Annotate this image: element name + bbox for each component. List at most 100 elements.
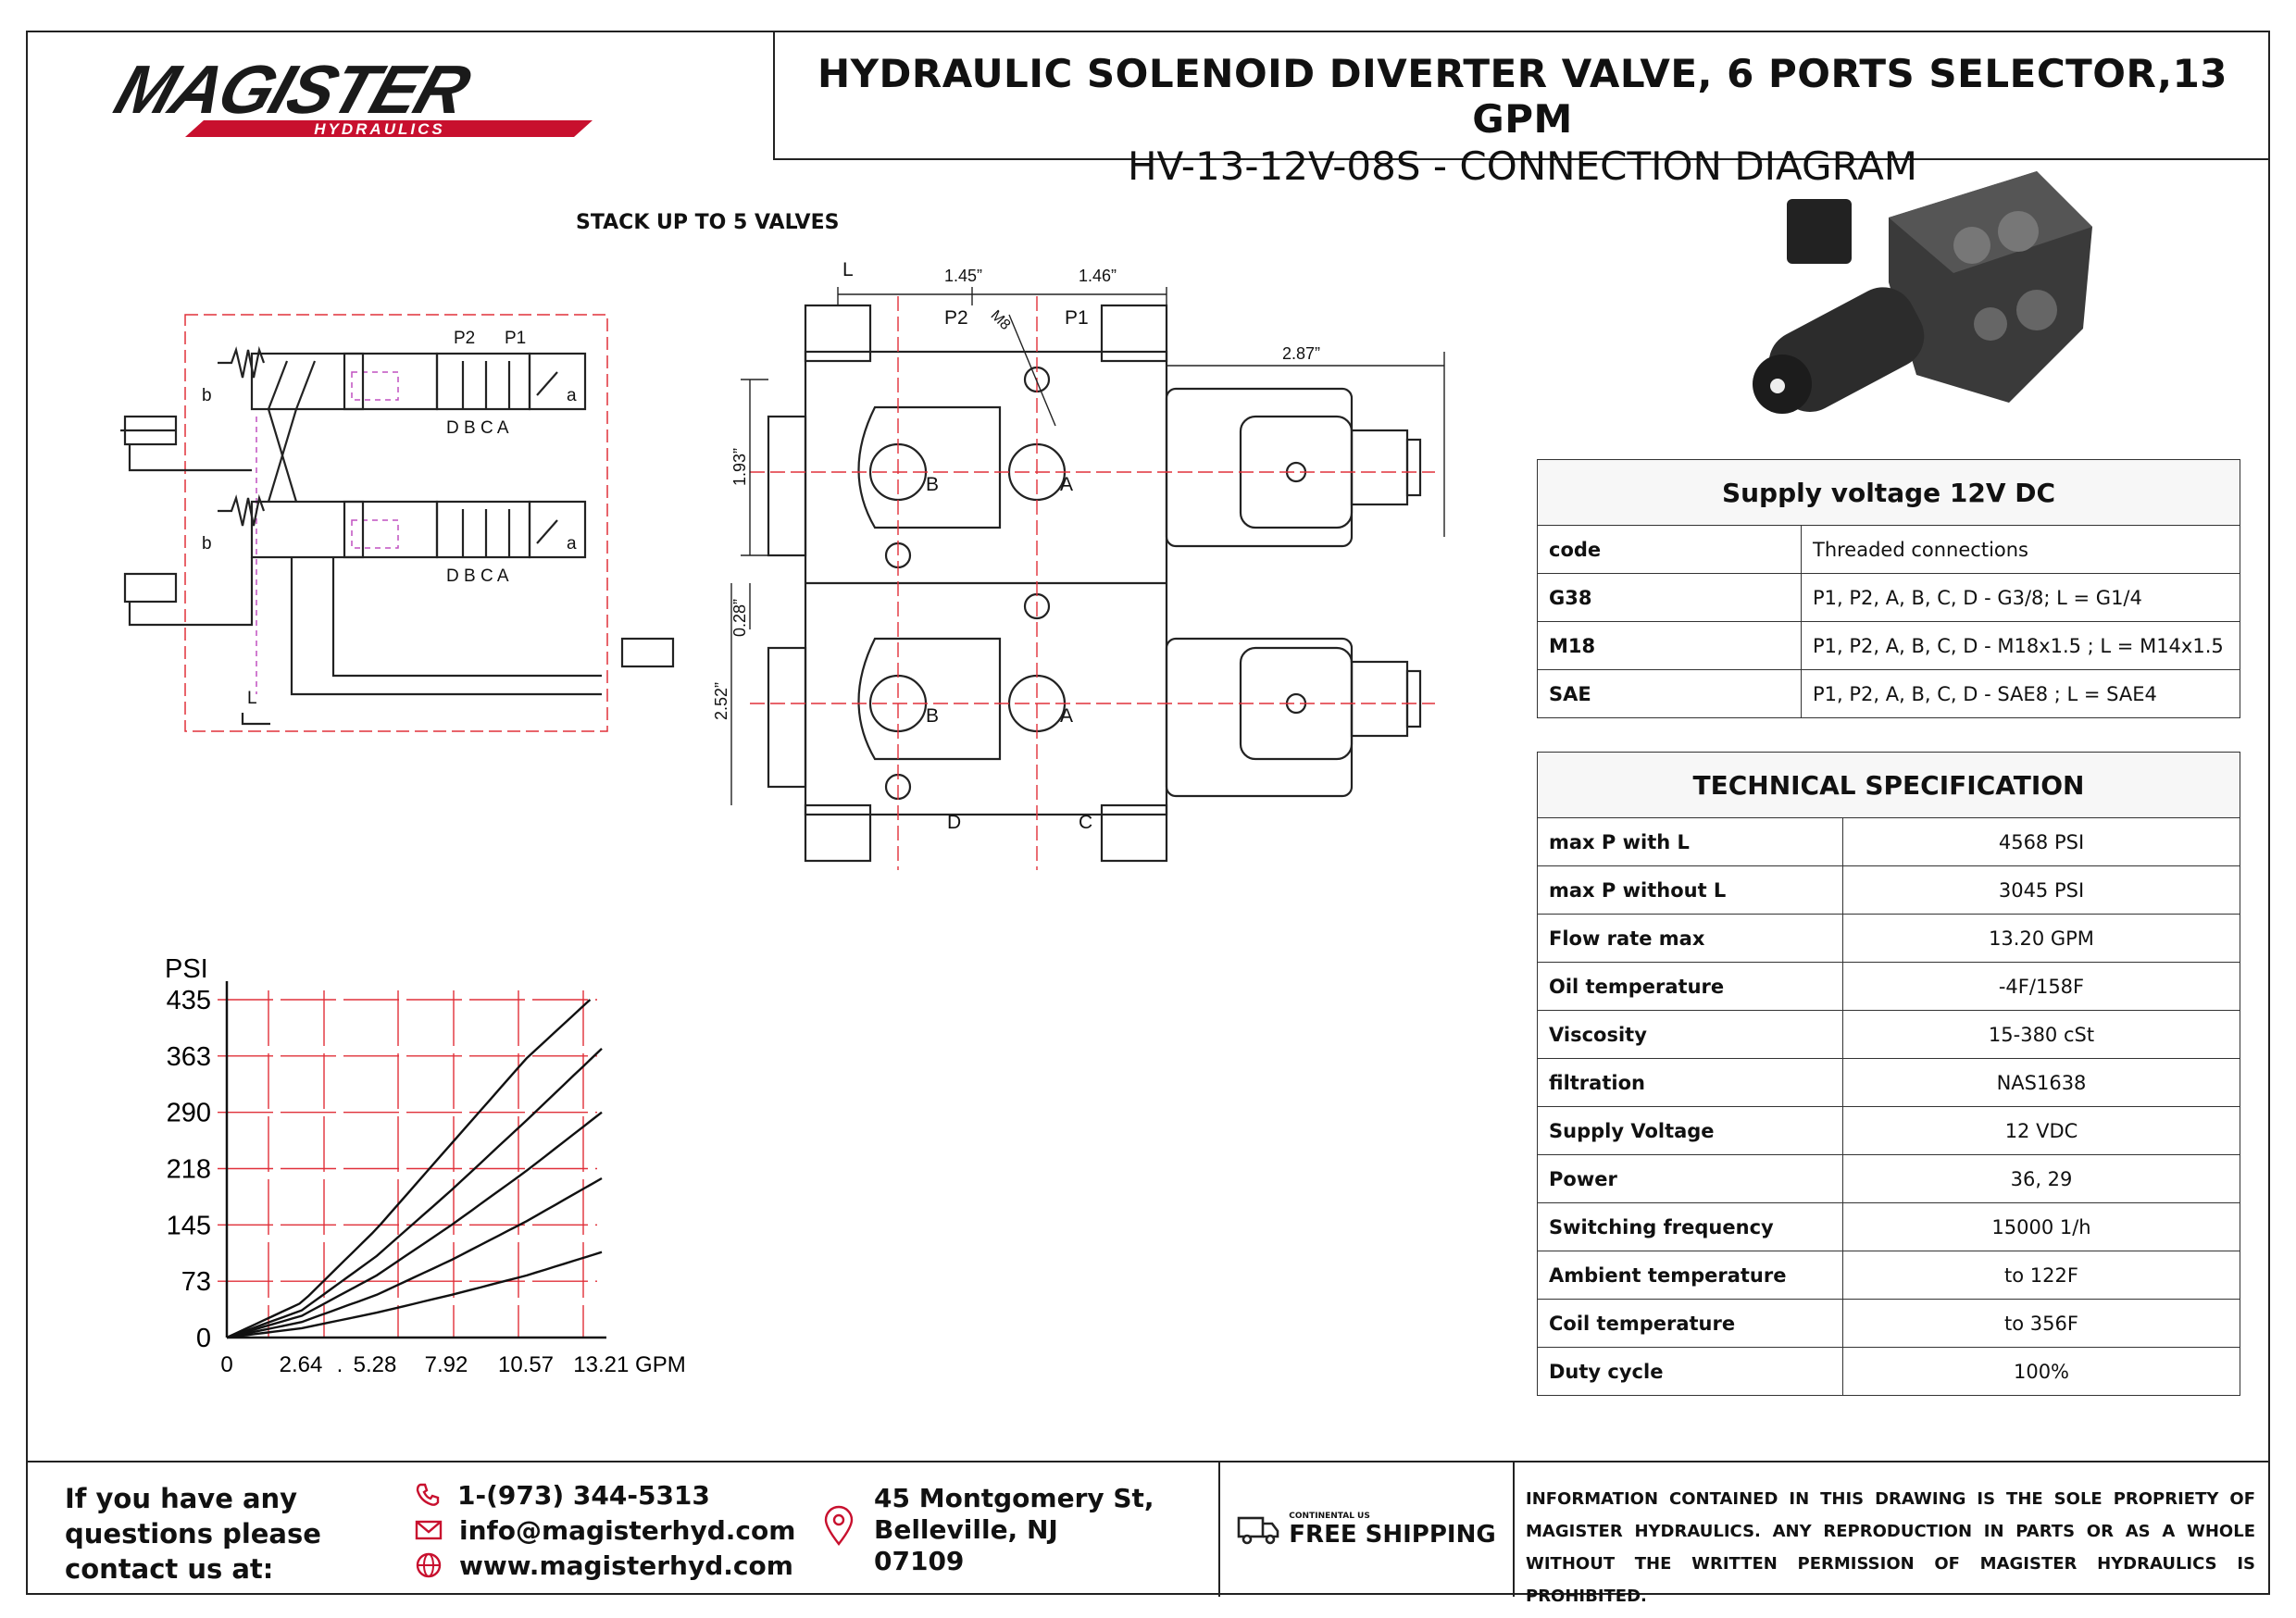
footer-question-line: contact us at: (65, 1553, 274, 1585)
dim-287: 2.87” (1282, 344, 1320, 363)
footer-question-line: If you have any (65, 1483, 298, 1514)
tech-key: Oil temperature (1537, 962, 1843, 1011)
page-frame (26, 31, 2270, 1595)
mail-icon (415, 1520, 443, 1540)
drawing-a-2: A (1060, 705, 1073, 727)
footer-question-line: questions please (65, 1518, 321, 1550)
chart-xtick: . (337, 1352, 343, 1377)
footer: If you have any questions please contact… (26, 1461, 2270, 1606)
website-link[interactable]: www.magisterhyd.com (459, 1550, 793, 1581)
shipping-small: CONTINENTAL US (1289, 1511, 1370, 1521)
supply-header: Supply voltage 12V DC (1537, 459, 2240, 526)
shipping-big: FREE SHIPPING (1289, 1520, 1496, 1549)
tech-value: 13.20 GPM (1842, 914, 2240, 963)
chart-xtick: 2.64 (280, 1352, 323, 1377)
supply-code: G38 (1537, 573, 1802, 622)
hydraulic-schematic: P2 P1 D B C A D B C A b a b a L (120, 314, 675, 732)
tech-value: NAS1638 (1842, 1058, 2240, 1107)
email-link[interactable]: info@magisterhyd.com (459, 1514, 796, 1546)
tech-value: 15000 1/h (1842, 1202, 2240, 1251)
tech-key: Coil temperature (1537, 1299, 1843, 1348)
tech-key: Supply Voltage (1537, 1106, 1843, 1155)
dim-145: 1.45” (944, 267, 982, 285)
chart-xtick: 5.28 (354, 1352, 397, 1377)
drawing-c: C (1079, 812, 1092, 833)
tech-value: 4568 PSI (1842, 817, 2240, 866)
chart-series-line (226, 1176, 603, 1339)
phone-row[interactable]: 1-(973) 344-5313 (415, 1477, 795, 1512)
supply-code: M18 (1537, 621, 1802, 670)
stack-label: STACK UP TO 5 VALVES (576, 211, 840, 234)
tech-header: TECHNICAL SPECIFICATION (1537, 752, 2240, 818)
chart-xtick: 7.92 (425, 1352, 468, 1377)
tech-value: 15-380 cSt (1842, 1010, 2240, 1059)
page-subtitle: HV-13-12V-08S - CONNECTION DIAGRAM (1127, 143, 1918, 189)
schematic-p1: P1 (505, 329, 526, 348)
tech-key: Switching frequency (1537, 1202, 1843, 1251)
schematic-a-2: a (567, 534, 577, 554)
valve-drawing: L P2 P1 M8 B A B A D C 1.45” 1.46” 2.87”… (713, 259, 1445, 870)
tech-value: 3045 PSI (1842, 865, 2240, 915)
supply-value: P1, P2, A, B, C, D - G3/8; L = G1/4 (1801, 573, 2240, 622)
chart-series-line (226, 1111, 603, 1339)
logo-sub: HYDRAULICS (314, 120, 444, 138)
drawing-l: L (842, 259, 854, 280)
tech-key: Viscosity (1537, 1010, 1843, 1059)
address-line: 07109 (874, 1546, 965, 1576)
chart-ytick: 73 (181, 1267, 211, 1297)
tech-value: -4F/158F (1842, 962, 2240, 1011)
phone-icon (416, 1483, 440, 1506)
footer-question: If you have any questions please contact… (65, 1481, 321, 1587)
chart-xtick: 10.57 (498, 1352, 554, 1377)
website-row[interactable]: www.magisterhyd.com (415, 1548, 795, 1583)
dim-193: 1.93” (730, 448, 749, 486)
drawing-m8: M8 (988, 307, 1014, 333)
tech-value: 12 VDC (1842, 1106, 2240, 1155)
magister-logo: MAGISTER HYDRAULICS (106, 56, 593, 138)
dim-252: 2.52” (713, 682, 730, 720)
tech-key: Duty cycle (1537, 1347, 1843, 1396)
chart-ytick: 363 (167, 1042, 211, 1072)
tech-key: Ambient temperature (1537, 1251, 1843, 1300)
drawing-b-2: B (926, 705, 939, 727)
drawing-p2: P2 (944, 307, 968, 329)
supply-value: Threaded connections (1801, 525, 2240, 574)
email-row[interactable]: info@magisterhyd.com (415, 1512, 795, 1548)
title-block: HYDRAULIC SOLENOID DIVERTER VALVE, 6 POR… (773, 31, 2270, 189)
logo-brand: MAGISTER (106, 56, 480, 129)
address-block: 45 Montgomery St, Belleville, NJ 07109 (824, 1483, 1154, 1577)
chart-series-line (226, 1048, 603, 1339)
tech-value: to 122F (1842, 1251, 2240, 1300)
tech-key: max P without L (1537, 865, 1843, 915)
globe-icon (416, 1552, 442, 1578)
supply-code: SAE (1537, 669, 1802, 718)
supply-value: P1, P2, A, B, C, D - M18x1.5 ; L = M14x1… (1801, 621, 2240, 670)
tech-value: 36, 29 (1842, 1154, 2240, 1203)
tech-value: 100% (1842, 1347, 2240, 1396)
phone-number[interactable]: 1-(973) 344-5313 (457, 1479, 710, 1511)
chart-ytick: 290 (167, 1099, 211, 1128)
chart-ytick: 0 (196, 1324, 211, 1353)
supply-code: code (1537, 525, 1802, 574)
tech-value: to 356F (1842, 1299, 2240, 1348)
drawing-d: D (947, 812, 961, 833)
supply-value: P1, P2, A, B, C, D - SAE8 ; L = SAE4 (1801, 669, 2240, 718)
schematic-p2: P2 (454, 329, 475, 348)
address-line: 45 Montgomery St, (874, 1483, 1154, 1513)
drawing-b-1: B (926, 474, 939, 495)
schematic-ports-1: D B C A (446, 418, 509, 438)
schematic-b-1: b (202, 386, 212, 405)
chart-series-line (226, 999, 592, 1339)
shipping-block: CONTINENTAL US FREE SHIPPING (1218, 1462, 1515, 1597)
drawing-a-1: A (1060, 474, 1073, 495)
valve-product-image (1753, 171, 2092, 414)
chart-xtick: 0 (220, 1352, 232, 1377)
drawing-p1: P1 (1065, 307, 1089, 329)
chart-ytick: 145 (167, 1211, 211, 1240)
chart-ytick: 218 (167, 1155, 211, 1185)
page-title: HYDRAULIC SOLENOID DIVERTER VALVE, 6 POR… (817, 51, 2228, 142)
tech-key: Flow rate max (1537, 914, 1843, 963)
